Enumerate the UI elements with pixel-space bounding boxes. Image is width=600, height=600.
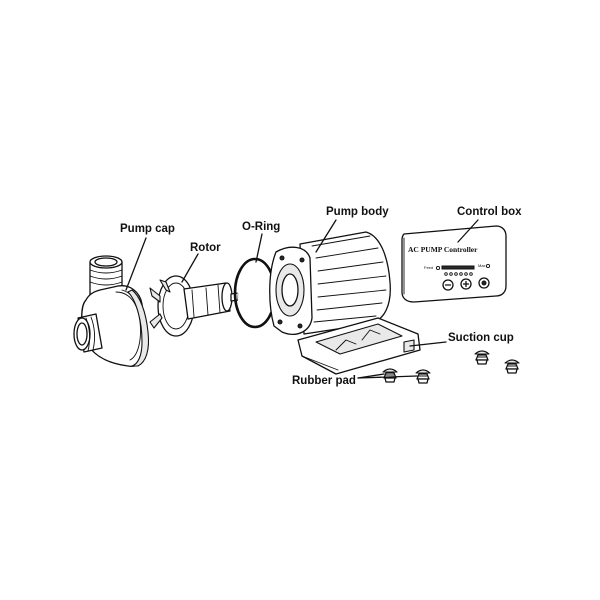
leader-lines — [125, 219, 479, 379]
max-indicator-icon — [485, 263, 491, 269]
label-pump-cap: Pump cap — [120, 223, 175, 235]
rotor — [149, 275, 239, 337]
o-ring — [233, 257, 277, 329]
mode-button-icon — [478, 277, 490, 289]
rubber-pad-4 — [504, 359, 520, 374]
pump-body — [269, 231, 391, 335]
rubber-pad-1 — [382, 368, 398, 383]
rubber-pad-3 — [474, 350, 490, 365]
plus-button-icon — [460, 278, 472, 290]
rubber-pad-2 — [415, 369, 431, 384]
label-suction-cup: Suction cup — [448, 332, 514, 344]
controller-right-tag: Max — [478, 263, 486, 268]
speed-level-leds — [441, 265, 475, 276]
controller-title: AC PUMP Controller — [408, 245, 478, 254]
minus-button-icon — [442, 279, 454, 291]
suction-cup-base — [297, 317, 421, 375]
label-rubber-pad: Rubber pad — [292, 375, 356, 387]
label-control-box: Control box — [457, 206, 522, 218]
label-pump-body: Pump body — [326, 206, 389, 218]
controller-left-tag: Feed — [424, 265, 433, 270]
feed-indicator-icon — [435, 265, 441, 271]
label-rotor: Rotor — [190, 242, 221, 254]
label-o-ring: O-Ring — [242, 221, 280, 233]
control-box: AC PUMP Controller Feed Max — [401, 225, 507, 303]
pump-cap — [73, 255, 150, 367]
